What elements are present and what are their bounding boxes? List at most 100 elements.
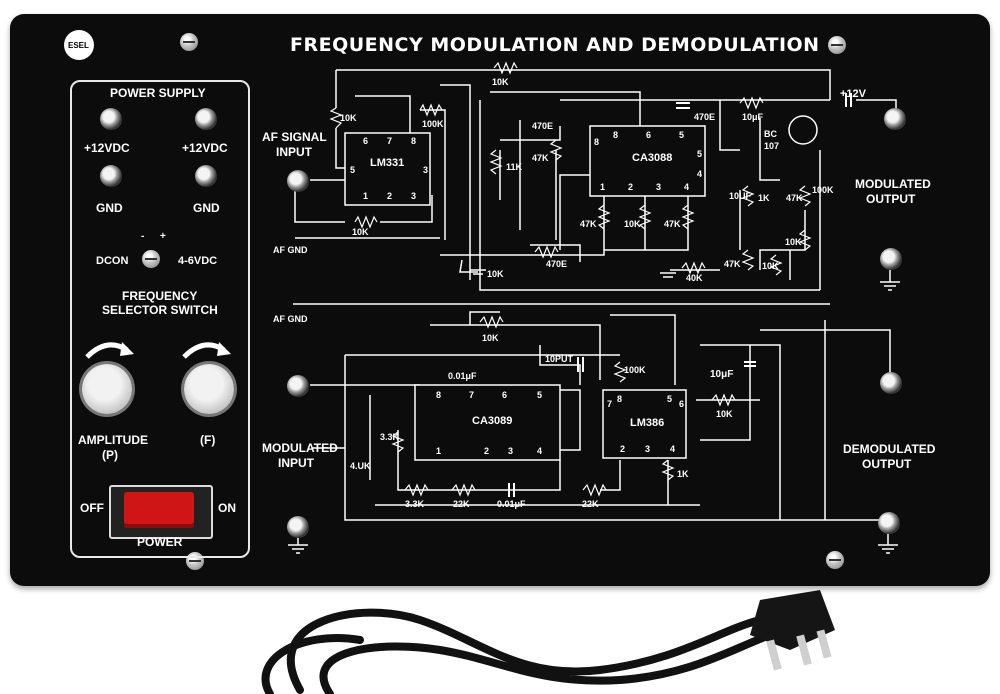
pin-label: 8 bbox=[613, 130, 619, 140]
ic-lm386-label: LM386 bbox=[630, 417, 665, 429]
frequency-label: (F) bbox=[200, 433, 216, 447]
component-value: 22K bbox=[453, 499, 470, 509]
pin-label: 5 bbox=[679, 130, 685, 140]
af-signal-input-socket[interactable] bbox=[287, 170, 309, 192]
modulated-output-label-2: OUTPUT bbox=[866, 192, 916, 206]
pin-label: 4 bbox=[684, 182, 690, 192]
component-value: 47K bbox=[724, 259, 741, 269]
modulated-input-label-2: INPUT bbox=[278, 456, 314, 470]
power-label: POWER bbox=[137, 535, 183, 549]
dc-adjust-screw-icon[interactable] bbox=[142, 250, 160, 268]
pin-label: 2 bbox=[620, 444, 626, 454]
component-value: 0.01μF bbox=[448, 371, 477, 381]
component-value: 47K bbox=[664, 219, 681, 229]
amplitude-knob[interactable] bbox=[82, 364, 132, 414]
frequency-knob[interactable] bbox=[184, 364, 234, 414]
af-gnd-label-2: AF GND bbox=[273, 314, 308, 324]
power-switch[interactable] bbox=[124, 492, 194, 528]
ic-ca3088-label: CA3088 bbox=[632, 152, 673, 164]
pin-label: 1 bbox=[600, 182, 606, 192]
transistor-label-2: 107 bbox=[764, 141, 780, 151]
power-on-label: ON bbox=[218, 501, 236, 515]
component-value: 3.3K bbox=[405, 499, 425, 509]
pin-label: 2 bbox=[628, 182, 634, 192]
component-value: 11K bbox=[506, 162, 523, 172]
gnd-socket-right[interactable] bbox=[878, 512, 900, 534]
pin-label: 8 bbox=[594, 137, 600, 147]
pin-label: 7 bbox=[607, 399, 613, 409]
component-value: 47K bbox=[580, 219, 597, 229]
pin-label: 6 bbox=[502, 390, 508, 400]
component-value: 10K bbox=[487, 269, 504, 279]
pin-label: 4 bbox=[537, 446, 543, 456]
supply-socket[interactable] bbox=[884, 108, 906, 130]
amplitude-label: AMPLITUDE bbox=[78, 433, 148, 447]
af-gnd-label-1: AF GND bbox=[273, 245, 308, 255]
socket-12v-left[interactable] bbox=[100, 108, 122, 130]
component-value: 3.3K bbox=[380, 432, 400, 442]
label-12vdc-left: +12VDC bbox=[84, 141, 130, 155]
socket-gnd-right[interactable] bbox=[195, 165, 217, 187]
component-value: 10μF bbox=[742, 112, 764, 122]
component-value: 47K bbox=[786, 193, 803, 203]
modulated-output-label-1: MODULATED bbox=[855, 177, 931, 191]
component-value: 100K bbox=[624, 365, 646, 375]
transistor-label-1: BC bbox=[764, 129, 777, 139]
pin-label: 3 bbox=[411, 191, 417, 201]
pin-label: 6 bbox=[679, 399, 685, 409]
component-value: 470E bbox=[546, 259, 568, 269]
component-value: 0.01μF bbox=[497, 499, 526, 509]
screw-icon bbox=[180, 33, 198, 51]
power-off-label: OFF bbox=[80, 501, 104, 515]
modulated-output-socket[interactable] bbox=[880, 248, 902, 270]
pin-label: 4 bbox=[670, 444, 676, 454]
demodulated-output-socket[interactable] bbox=[880, 372, 902, 394]
pin-label: 5 bbox=[350, 165, 356, 175]
screw-icon bbox=[826, 551, 844, 569]
pin-label: 6 bbox=[646, 130, 652, 140]
screw-icon bbox=[828, 36, 846, 54]
rotate-arrows-icon bbox=[85, 342, 231, 359]
ic-ca3089-label: CA3089 bbox=[472, 415, 513, 427]
component-value: 10PUT bbox=[545, 354, 574, 364]
pin-label: 7 bbox=[469, 390, 475, 400]
esel-logo: ESEL bbox=[64, 30, 94, 60]
ic-lm331-label: LM331 bbox=[370, 157, 405, 169]
pin-label: 3 bbox=[423, 165, 429, 175]
af-signal-label-1: AF SIGNAL bbox=[262, 130, 327, 144]
power-supply-panel bbox=[70, 80, 250, 558]
demodulated-output-label-2: OUTPUT bbox=[862, 457, 912, 471]
component-value: 10K bbox=[716, 409, 733, 419]
pin-label: 2 bbox=[387, 191, 393, 201]
pin-label: 8 bbox=[411, 136, 417, 146]
pin-label: 8 bbox=[436, 390, 442, 400]
modulated-input-label-1: MODULATED bbox=[262, 441, 338, 455]
pin-label: 8 bbox=[617, 394, 623, 404]
component-value: 10UF bbox=[729, 191, 752, 201]
component-value: 10K bbox=[785, 237, 802, 247]
socket-12v-right[interactable] bbox=[195, 108, 217, 130]
label-dcon: DCON bbox=[96, 255, 129, 267]
component-value: 4.UK bbox=[350, 461, 371, 471]
pin-label: 3 bbox=[508, 446, 514, 456]
pin-label: 5 bbox=[667, 394, 673, 404]
gnd-socket-left[interactable] bbox=[287, 516, 309, 538]
pin-label: 5 bbox=[697, 149, 703, 159]
pin-label: 1 bbox=[436, 446, 442, 456]
component-value: 10K bbox=[762, 261, 779, 271]
pin-label: 6 bbox=[363, 136, 369, 146]
component-value: 47K bbox=[532, 153, 549, 163]
board-title: FREQUENCY MODULATION AND DEMODULATION bbox=[290, 34, 820, 56]
label-12vdc-right: +12VDC bbox=[182, 141, 228, 155]
af-signal-label-2: INPUT bbox=[276, 145, 312, 159]
component-value: 10K bbox=[340, 113, 357, 123]
amplitude-sub: (P) bbox=[102, 448, 118, 462]
component-value: 22K bbox=[582, 499, 599, 509]
socket-gnd-left[interactable] bbox=[100, 165, 122, 187]
modulated-input-socket[interactable] bbox=[287, 375, 309, 397]
label-minus: - bbox=[141, 231, 145, 242]
component-value: 1K bbox=[758, 193, 770, 203]
pin-label: 4 bbox=[697, 169, 703, 179]
label-gnd-left: GND bbox=[96, 201, 123, 215]
